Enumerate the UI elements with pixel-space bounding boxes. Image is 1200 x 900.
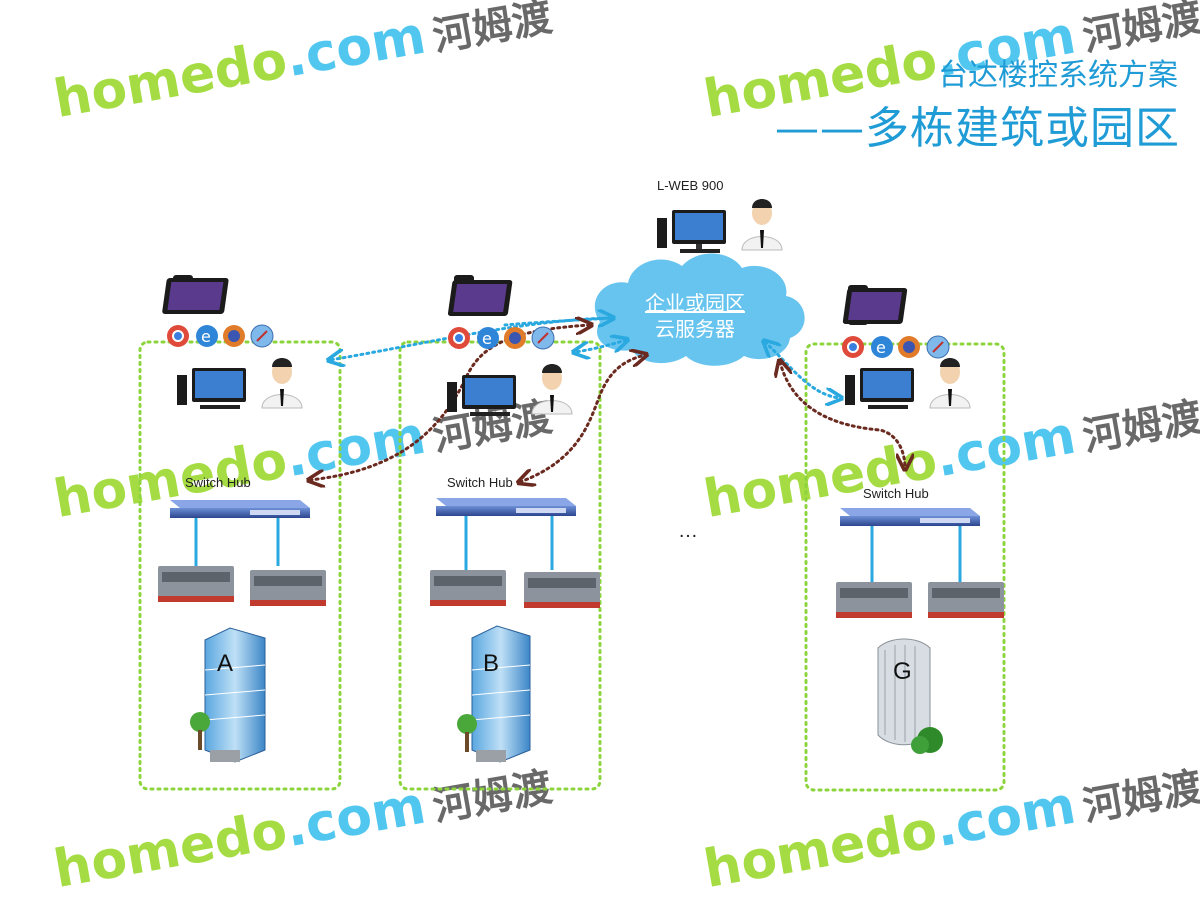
cloud-icon <box>594 253 805 366</box>
cloud-label-line-2: 云服务器 <box>655 317 735 341</box>
desktop-icon <box>447 375 516 416</box>
tree-icon <box>457 714 477 752</box>
tablet-icon <box>842 288 908 324</box>
ellipsis: … <box>678 520 698 542</box>
controller-icon <box>524 572 600 608</box>
firefox-icon <box>898 336 920 358</box>
switch-hub-icon <box>436 498 576 516</box>
safari-icon <box>250 324 274 348</box>
tree-icon <box>190 712 210 750</box>
svg-text:e: e <box>482 329 492 348</box>
controller-icon <box>836 582 912 618</box>
building-icon <box>204 627 266 763</box>
controller-icon <box>430 570 506 606</box>
title-line-1: 台达楼控系统方案 <box>938 58 1178 93</box>
desktop-icon <box>177 368 246 409</box>
controller-icon <box>250 570 326 606</box>
user-icon <box>741 199 783 251</box>
svg-text:e: e <box>876 338 886 357</box>
ie-icon: e <box>871 336 893 358</box>
title-line-2: ——多栋建筑或园区 <box>775 103 1180 154</box>
building-label-b: B <box>483 650 500 677</box>
switch-hub-icon <box>170 500 310 518</box>
tablet-icon <box>447 280 513 316</box>
desktop-icon <box>657 210 726 253</box>
firefox-icon <box>223 325 245 347</box>
switch-hub-label-b: Switch Hub <box>447 475 513 490</box>
tree-icon <box>911 727 943 754</box>
ie-icon: e <box>477 327 499 349</box>
link-hub-g-cloud <box>780 362 905 468</box>
cloud-label-line-1: 企业或园区 <box>645 291 745 315</box>
user-icon <box>929 358 971 409</box>
chrome-icon <box>167 325 189 347</box>
chrome-icon <box>448 327 470 349</box>
link-hub-b-cloud <box>520 355 645 482</box>
tablet-icon <box>162 278 229 314</box>
safari-icon <box>531 326 555 350</box>
controller-icon <box>158 566 234 602</box>
switch-hub-label-g: Switch Hub <box>863 486 929 501</box>
cloud-label: 企业或园区 云服务器 <box>600 290 790 342</box>
building-label-g: G <box>893 658 912 685</box>
safari-icon <box>926 335 950 359</box>
controller-icon <box>928 582 1004 618</box>
switch-hub-label-a: Switch Hub <box>185 475 251 490</box>
building-icon <box>877 638 931 746</box>
server-label: L-WEB 900 <box>657 178 724 193</box>
building-label-a: A <box>217 650 234 677</box>
svg-text:e: e <box>201 327 211 346</box>
building-icon <box>471 625 531 763</box>
ie-icon: e <box>196 325 218 347</box>
desktop-icon <box>845 368 914 409</box>
link-cloud-devices-b <box>503 316 612 327</box>
switch-hub-icon <box>840 508 980 526</box>
link-cloud-site-a <box>330 318 612 360</box>
user-icon <box>261 358 303 409</box>
chrome-icon <box>842 336 864 358</box>
user-icon <box>531 364 573 415</box>
firefox-icon <box>504 327 526 349</box>
